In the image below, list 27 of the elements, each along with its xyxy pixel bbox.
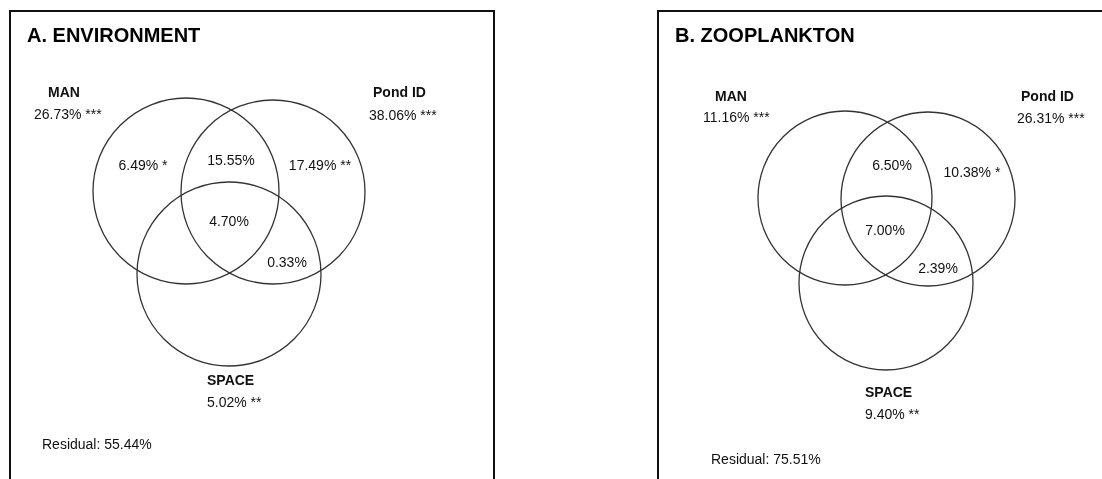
region-percentage: 4.70% [209, 213, 249, 230]
region-percentage: 7.00% [865, 222, 905, 239]
set-percentage: 9.40% ** [865, 406, 920, 423]
region-percentage: 2.39% [918, 260, 958, 277]
panel-title: B. ZOOPLANKTON [675, 24, 855, 47]
set-name: Pond ID [373, 84, 426, 101]
region-percentage: 0.33% [267, 254, 307, 271]
set-percentage: 38.06% *** [369, 107, 437, 124]
set-percentage: 26.31% *** [1017, 110, 1085, 127]
set-percentage: 26.73% *** [34, 106, 102, 123]
region-percentage: 17.49% ** [288, 157, 352, 174]
region-percentage: 6.50% [872, 157, 912, 174]
set-percentage: 11.16% *** [703, 109, 770, 126]
panel-title: A. ENVIRONMENT [27, 24, 201, 47]
set-name: SPACE [207, 372, 255, 389]
panel-frame [9, 10, 495, 479]
set-name: MAN [715, 88, 747, 105]
set-name: MAN [48, 84, 80, 101]
region-percentage: 6.49% * [118, 157, 168, 174]
set-percentage: 5.02% ** [207, 394, 262, 411]
residual-label: Residual: 75.51% [711, 451, 821, 468]
region-percentage: 15.55% [207, 152, 255, 169]
region-percentage: 10.38% * [943, 164, 1001, 181]
residual-label: Residual: 55.44% [42, 436, 152, 453]
set-name: Pond ID [1021, 88, 1074, 105]
set-name: SPACE [865, 384, 913, 401]
panel-frame [657, 10, 1102, 479]
